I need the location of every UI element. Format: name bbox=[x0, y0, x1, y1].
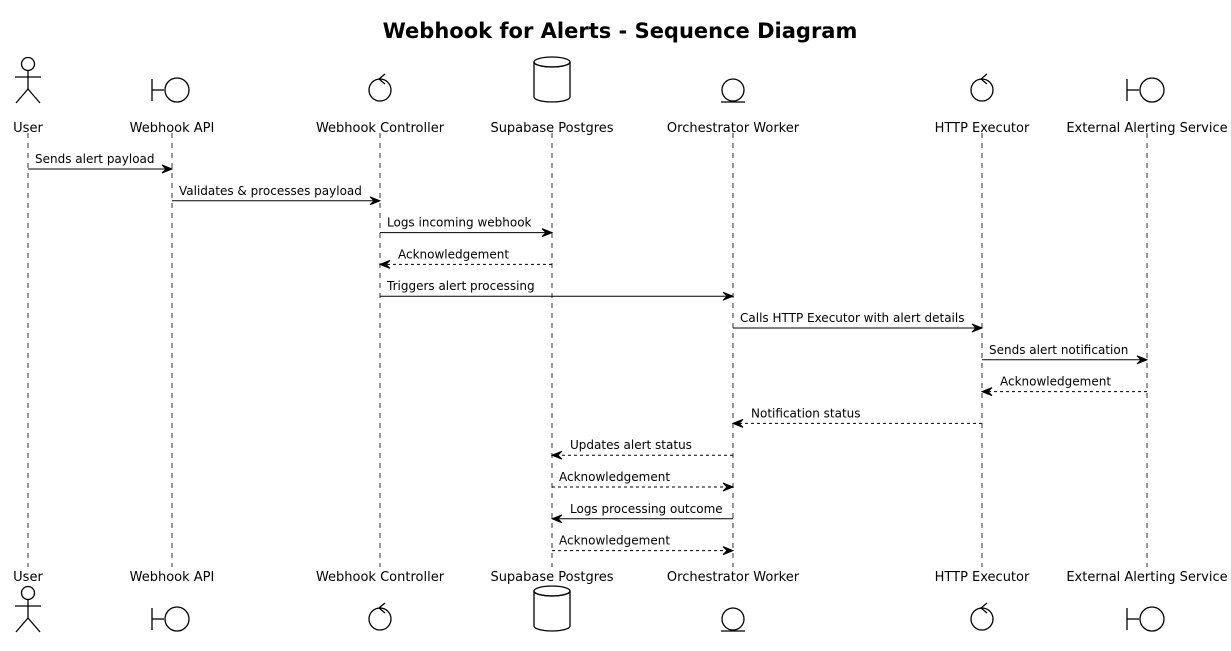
boundary-icon bbox=[1126, 77, 1165, 103]
message-label: Sends alert payload bbox=[35, 152, 155, 166]
message-8: Acknowledgement bbox=[980, 375, 1147, 397]
message-4: Acknowledgement bbox=[378, 247, 552, 269]
lifelines bbox=[27, 133, 1148, 567]
participant-webhook-controller-bottom: Webhook Controller bbox=[316, 570, 445, 631]
message-label: Validates & processes payload bbox=[179, 184, 362, 198]
entity-icon bbox=[721, 78, 745, 103]
message-label: Acknowledgement bbox=[559, 534, 670, 548]
participant-external-alerting-service: External Alerting Service bbox=[1066, 77, 1228, 136]
message-label: Calls HTTP Executor with alert details bbox=[740, 311, 964, 325]
arrowhead bbox=[980, 387, 993, 397]
message-label: Logs incoming webhook bbox=[387, 216, 532, 230]
message-12: Logs processing outcome bbox=[550, 502, 733, 524]
arrowhead bbox=[550, 514, 563, 524]
participant-label: Webhook Controller bbox=[316, 570, 445, 585]
control-icon bbox=[970, 602, 994, 631]
arrowhead bbox=[722, 546, 735, 556]
participant-http-executor: HTTP Executor bbox=[935, 73, 1030, 136]
message-6: Calls HTTP Executor with alert details bbox=[733, 311, 984, 333]
participant-webhook-api-bottom: Webhook API bbox=[130, 570, 215, 632]
message-label: Logs processing outcome bbox=[570, 502, 723, 516]
arrowhead bbox=[731, 418, 744, 428]
participant-user-bottom: User bbox=[13, 570, 43, 633]
message-10: Updates alert status bbox=[550, 438, 733, 460]
participant-label: HTTP Executor bbox=[935, 121, 1030, 136]
participant-label: Orchestrator Worker bbox=[667, 570, 800, 585]
entity-icon bbox=[721, 607, 745, 632]
participant-orchestrator-worker-bottom: Orchestrator Worker bbox=[667, 570, 800, 632]
participant-label: Supabase Postgres bbox=[490, 570, 613, 585]
message-9: Notification status bbox=[731, 406, 982, 428]
control-icon bbox=[970, 73, 994, 102]
message-5: Triggers alert processing bbox=[380, 279, 735, 301]
participants-bottom: User Webhook API Webhook Controller Supabas… bbox=[13, 570, 1228, 633]
participant-webhook-api: Webhook API bbox=[130, 77, 215, 136]
message-label: Sends alert notification bbox=[989, 343, 1128, 357]
message-7: Sends alert notification bbox=[982, 343, 1149, 365]
participant-webhook-controller: Webhook Controller bbox=[316, 73, 445, 136]
control-icon bbox=[368, 602, 392, 631]
message-11: Acknowledgement bbox=[552, 470, 735, 492]
message-label: Updates alert status bbox=[570, 438, 692, 452]
participant-supabase-postgres-bottom: Supabase Postgres bbox=[490, 570, 614, 632]
message-label: Triggers alert processing bbox=[386, 279, 535, 293]
participant-user: User bbox=[13, 56, 43, 136]
arrowhead bbox=[971, 323, 984, 333]
participant-label: External Alerting Service bbox=[1066, 570, 1227, 585]
participant-label: External Alerting Service bbox=[1066, 121, 1227, 136]
participant-label: User bbox=[13, 121, 43, 136]
participant-external-alerting-service-bottom: External Alerting Service bbox=[1066, 570, 1228, 632]
boundary-icon bbox=[151, 606, 190, 632]
message-label: Notification status bbox=[751, 406, 861, 420]
control-icon bbox=[368, 73, 392, 102]
message-label: Acknowledgement bbox=[398, 247, 509, 261]
arrowhead bbox=[722, 482, 735, 492]
participant-orchestrator-worker: Orchestrator Worker bbox=[667, 78, 800, 136]
participant-http-executor-bottom: HTTP Executor bbox=[935, 570, 1030, 631]
arrowhead bbox=[378, 259, 391, 269]
message-2: Validates & processes payload bbox=[172, 184, 382, 206]
message-label: Acknowledgement bbox=[559, 470, 670, 484]
actor-icon bbox=[15, 585, 41, 633]
participant-label: Webhook Controller bbox=[316, 121, 445, 136]
arrowhead bbox=[550, 450, 563, 460]
diagram-title: Webhook for Alerts - Sequence Diagram bbox=[383, 19, 858, 43]
arrowhead bbox=[722, 291, 735, 301]
message-13: Acknowledgement bbox=[552, 534, 735, 556]
arrowhead bbox=[161, 164, 174, 174]
message-1: Sends alert payload bbox=[28, 152, 174, 174]
database-icon bbox=[533, 56, 571, 103]
participant-label: Supabase Postgres bbox=[490, 121, 613, 136]
arrowhead bbox=[369, 196, 382, 206]
arrowhead bbox=[541, 228, 554, 238]
participant-label: Webhook API bbox=[130, 121, 215, 136]
arrowhead bbox=[1136, 355, 1149, 365]
boundary-icon bbox=[151, 77, 190, 103]
participant-label: User bbox=[13, 570, 43, 585]
message-label: Acknowledgement bbox=[1000, 375, 1111, 389]
message-3: Logs incoming webhook bbox=[380, 216, 554, 238]
participant-label: Orchestrator Worker bbox=[667, 121, 800, 136]
participant-label: HTTP Executor bbox=[935, 570, 1030, 585]
participant-label: Webhook API bbox=[130, 570, 215, 585]
actor-icon bbox=[15, 56, 41, 104]
database-icon bbox=[533, 585, 571, 632]
participant-supabase-postgres: Supabase Postgres bbox=[490, 56, 614, 136]
participants-top: User Webhook API Webhook Controller Supabas… bbox=[13, 56, 1228, 136]
boundary-icon bbox=[1126, 606, 1165, 632]
